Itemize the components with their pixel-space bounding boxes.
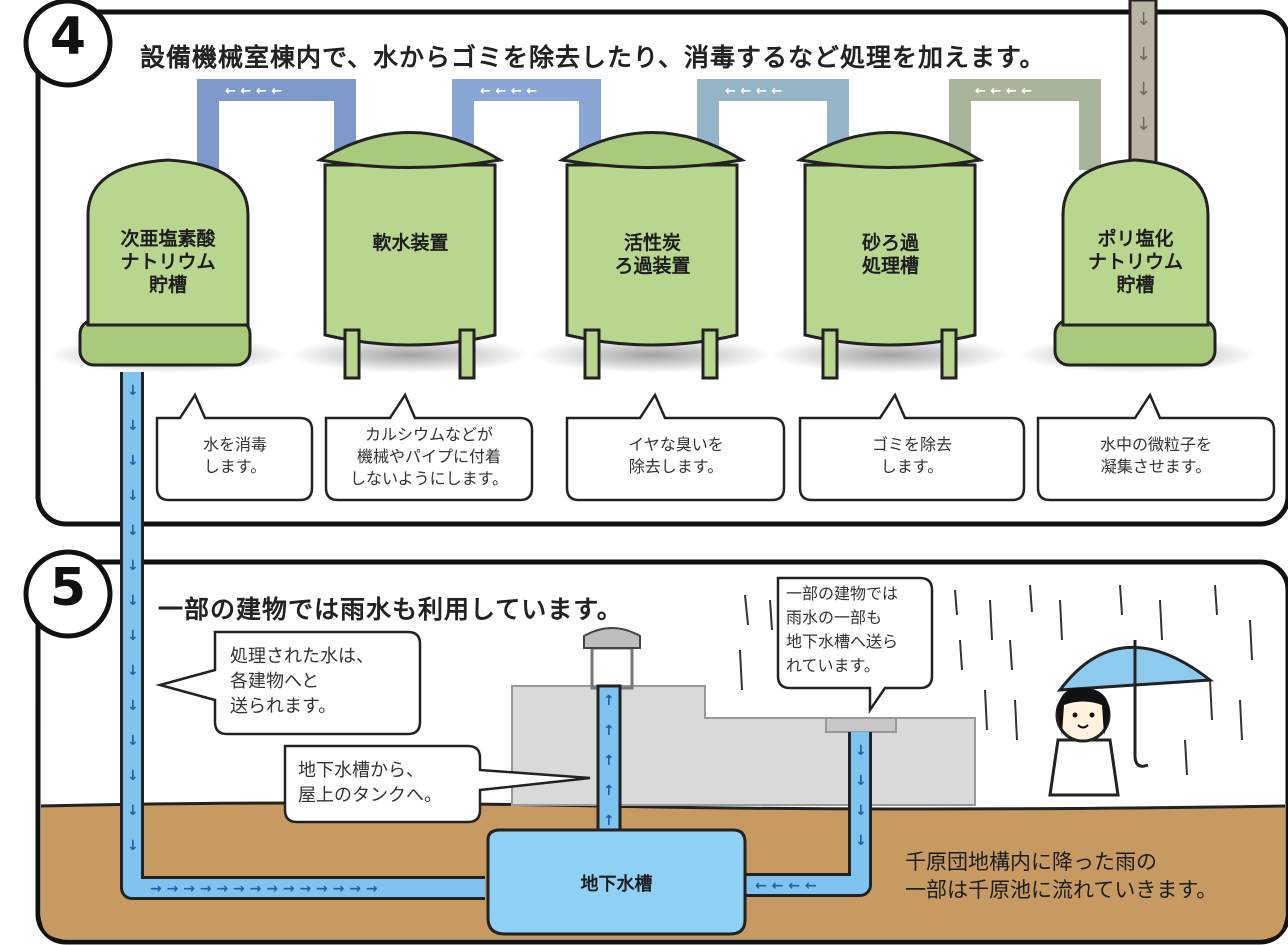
svg-text:↓: ↓ [855, 803, 867, 819]
svg-text:↓: ↓ [1136, 114, 1151, 135]
svg-text:↓: ↓ [127, 733, 139, 749]
tank-1 [48, 158, 288, 373]
svg-text:↓: ↓ [127, 418, 139, 434]
svg-text:↓: ↓ [855, 743, 867, 759]
tank-4-label: 砂ろ過 処理槽 [861, 232, 919, 277]
svg-text:← ← ← ←: ← ← ← ← [755, 878, 817, 894]
section4-number-circle [23, 0, 113, 88]
underground-tank [486, 828, 747, 936]
svg-text:↓: ↓ [1136, 9, 1151, 30]
svg-text:↓: ↓ [127, 488, 139, 504]
tank-3 [532, 131, 772, 380]
svg-text:↓: ↓ [127, 593, 139, 609]
inlet-arrows: ↓ ↓ ↓ ↓ [1136, 9, 1151, 135]
svg-text:↑: ↑ [603, 723, 615, 739]
supply-pipe-arrows: ↓ ↓ ↓ ↓ ↓ ↓ ↓ ↓ ↓ ↓ ↓ ↓ ↓ ↓ → → → → → → → → → → → … [127, 383, 378, 897]
riser-arrows: ↑ ↑ ↑ ↑ ↑ [603, 693, 615, 829]
svg-text:↑: ↑ [603, 693, 615, 709]
svg-text:↓: ↓ [127, 698, 139, 714]
rain-drain [825, 717, 897, 733]
svg-text:↓: ↓ [127, 453, 139, 469]
svg-text:↓: ↓ [855, 773, 867, 789]
svg-text:↓: ↓ [127, 803, 139, 819]
section4-number: 4 [49, 7, 87, 67]
pipe-arrows: ← ← ← ← ← ← ← ← ← ← ← ← ← ← ← ← [225, 84, 1032, 99]
tank-3-note: イヤな臭いを 除去します。 [628, 435, 724, 476]
note-to-rooftop: 地下水槽から、 屋上のタンクへ。 [298, 760, 442, 806]
tank-2-label: 軟水装置 [372, 232, 449, 254]
person-with-umbrella [1048, 640, 1215, 797]
svg-text:↓: ↓ [1136, 44, 1151, 65]
svg-text:← ← ← ←: ← ← ← ← [975, 84, 1032, 99]
section5-number-circle [23, 549, 113, 639]
svg-text:↓: ↓ [127, 558, 139, 574]
tank-3-label: 活性炭 ろ過装置 [614, 232, 691, 277]
svg-text:← ← ← ←: ← ← ← ← [225, 84, 282, 99]
svg-text:↑: ↑ [603, 753, 615, 769]
tank-pipes [197, 79, 1101, 170]
tank-5 [1018, 158, 1258, 373]
svg-text:← ← ← ←: ← ← ← ← [480, 84, 537, 99]
svg-text:↓: ↓ [127, 768, 139, 784]
svg-text:↑: ↑ [603, 813, 615, 829]
svg-text:↑: ↑ [603, 783, 615, 799]
tank-1-note: 水を消毒 します。 [202, 435, 267, 476]
tank-4-note: ゴミを除去 します。 [871, 435, 952, 476]
rain [739, 584, 1253, 776]
rain-pipe-arrows: ↓ ↓ ↓ ↓ ← ← ← ← [755, 743, 867, 894]
note-rainwater: 一部の建物では 雨水の一部も 地下水槽へ送ら れています。 [786, 584, 899, 675]
tank-2-note: カルシウムなどが 機械やパイプに付着 しないようにします。 [349, 425, 509, 488]
underground-tank-label: 地下水槽 [580, 874, 653, 895]
tank-5-label: ポリ塩化 ナトリウム 貯槽 [1087, 228, 1183, 296]
svg-text:↓: ↓ [127, 838, 139, 854]
section5-number: 5 [49, 558, 87, 618]
note-sent-to-buildings: 処理された水は、 各建物へと 送られます。 [230, 646, 374, 717]
svg-text:↓: ↓ [127, 523, 139, 539]
svg-text:↓: ↓ [855, 833, 867, 849]
inlet-pipe [1128, 0, 1158, 172]
section5-heading: 一部の建物では雨水も利用しています。 [158, 595, 623, 624]
section4-heading: 設備機械室棟内で、水からゴミを除去したり、消毒するなど処理を加えます。 [140, 43, 1046, 72]
tank-4 [770, 131, 1010, 380]
note-bubbles-4 [155, 392, 1276, 502]
svg-text:← ← ← ←: ← ← ← ← [725, 84, 782, 99]
tank-1-label: 次亜塩素酸 ナトリウム 貯槽 [120, 228, 216, 296]
svg-text:↓: ↓ [127, 383, 139, 399]
svg-text:↓: ↓ [127, 628, 139, 644]
svg-text:↓: ↓ [127, 663, 139, 679]
tank-5-note: 水中の微粒子を 凝集させます。 [1099, 435, 1212, 476]
svg-text:↓: ↓ [1136, 79, 1151, 100]
svg-text:→ → → → → → → → → → → → → →: → → → → → → → → → → → → → → [150, 881, 378, 897]
note-bubbles-5 [155, 576, 934, 824]
tank-2 [290, 131, 530, 380]
footer-note: 千原団地構内に降った雨の 一部は千原池に流れていきます。 [905, 850, 1218, 902]
